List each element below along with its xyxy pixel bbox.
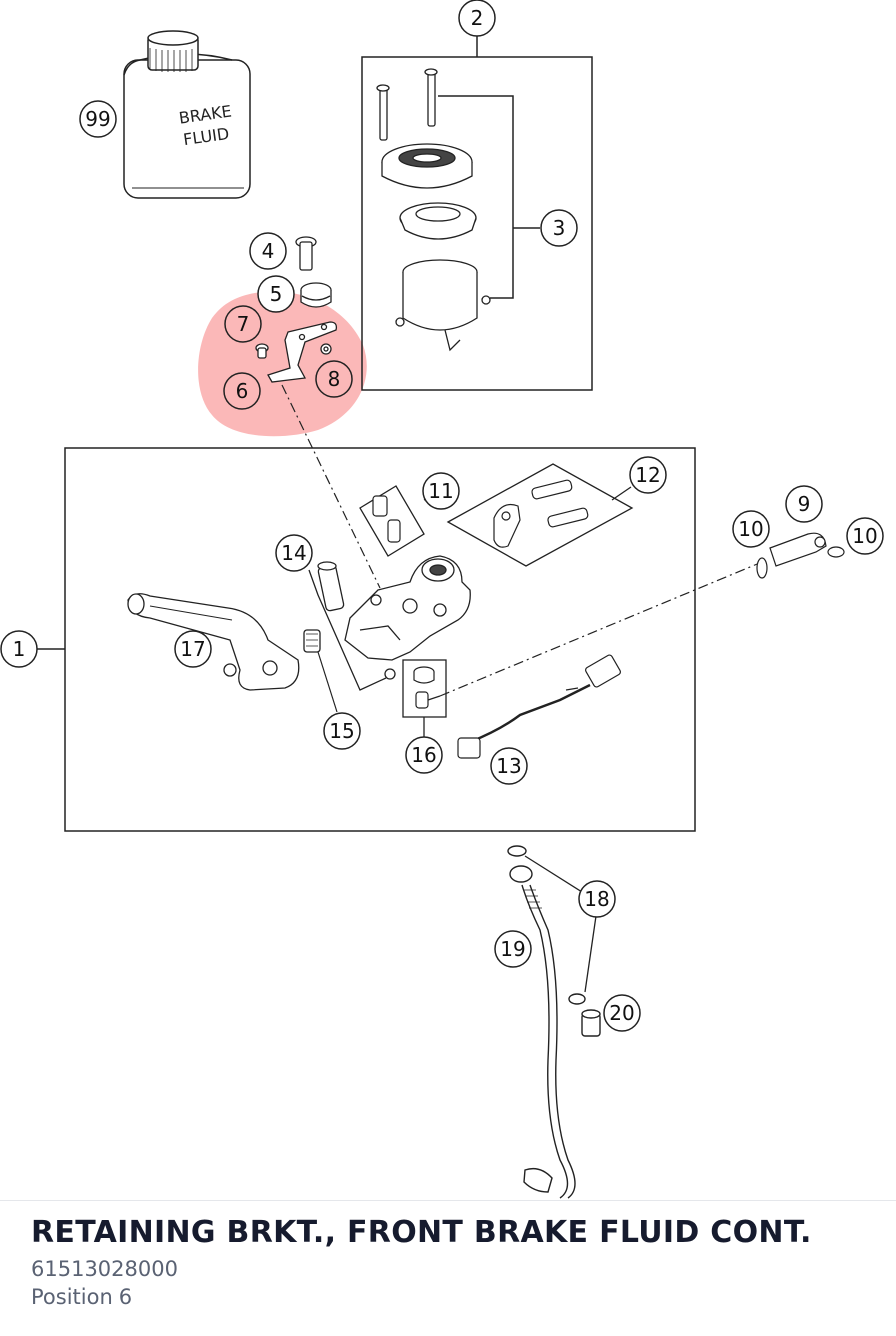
- callout-16[interactable]: [405, 736, 443, 774]
- callout-99[interactable]: [79, 100, 117, 138]
- dust-boot: [303, 629, 321, 653]
- callout-14[interactable]: [275, 534, 313, 572]
- master-cylinder-box: [64, 447, 696, 832]
- retaining-bracket: [255, 321, 338, 383]
- callout-10a[interactable]: [732, 510, 770, 548]
- callout-8[interactable]: [315, 360, 353, 398]
- callout-1[interactable]: [0, 630, 38, 668]
- callout-label-10a: 10: [738, 517, 763, 541]
- piston-rod: [317, 561, 396, 680]
- callout-label-13: 13: [496, 754, 521, 778]
- master-cylinder-body: [344, 555, 471, 661]
- callout-9[interactable]: [785, 485, 823, 523]
- callout-label-12: 12: [635, 463, 660, 487]
- reservoir-parts: [376, 68, 491, 352]
- callout-label-5: 5: [270, 282, 283, 306]
- brake-lever: [127, 593, 300, 691]
- callout-label-7: 7: [237, 312, 250, 336]
- callout-label-19: 19: [500, 937, 525, 961]
- callout-18[interactable]: [578, 880, 616, 918]
- brake-hose: [507, 845, 601, 1199]
- callout-7[interactable]: [224, 305, 262, 343]
- callout-4[interactable]: [249, 232, 287, 270]
- callout-2[interactable]: [458, 0, 496, 37]
- callout-20[interactable]: [603, 994, 641, 1032]
- callout-label-9: 9: [798, 492, 811, 516]
- callout-label-8: 8: [328, 367, 341, 391]
- callout-label-6: 6: [236, 379, 249, 403]
- callout-label-14: 14: [281, 541, 306, 565]
- switch-connector: [413, 666, 441, 709]
- callout-label-10b: 10: [852, 524, 877, 548]
- brake-fluid-can: [123, 30, 251, 199]
- clamp-kit: [493, 479, 589, 548]
- banjo-fitting: [756, 532, 845, 579]
- callout-label-15: 15: [329, 719, 354, 743]
- callout-label-11: 11: [428, 479, 453, 503]
- callout-label-1: 1: [13, 637, 26, 661]
- switch-kit: [372, 495, 401, 543]
- screw-and-grommet: [295, 236, 332, 308]
- position-label: Position: [31, 1285, 113, 1309]
- callout-label-3: 3: [553, 216, 566, 240]
- callout-19[interactable]: [494, 930, 532, 968]
- callout-label-16: 16: [411, 743, 436, 767]
- callout-6[interactable]: [223, 372, 261, 410]
- callout-17[interactable]: [174, 630, 212, 668]
- wiring-harness: [457, 654, 621, 759]
- callout-label-4: 4: [262, 239, 275, 263]
- callout-label-17: 17: [180, 637, 205, 661]
- callout-3[interactable]: [540, 209, 578, 247]
- part-title: RETAINING BRKT., FRONT BRAKE FLUID CONT.: [31, 1215, 812, 1250]
- exploded-parts-diagram: BRAKE FLUID: [0, 0, 884, 1199]
- selected-part-highlight[interactable]: [198, 291, 367, 437]
- position-value: 6: [118, 1285, 133, 1309]
- part-info-panel: RETAINING BRKT., FRONT BRAKE FLUID CONT.…: [0, 1200, 896, 1336]
- callout-label-20: 20: [609, 1001, 634, 1025]
- callout-label-2: 2: [471, 6, 484, 30]
- callout-13[interactable]: [490, 747, 528, 785]
- part-number: 61513028000: [31, 1257, 178, 1281]
- callout-15[interactable]: [323, 712, 361, 750]
- callout-label-99: 99: [85, 107, 110, 131]
- callout-label-18: 18: [584, 887, 609, 911]
- callout-11[interactable]: [422, 472, 460, 510]
- callout-10b[interactable]: [846, 517, 884, 555]
- callout-12[interactable]: [629, 456, 667, 494]
- callout-5[interactable]: [257, 275, 295, 313]
